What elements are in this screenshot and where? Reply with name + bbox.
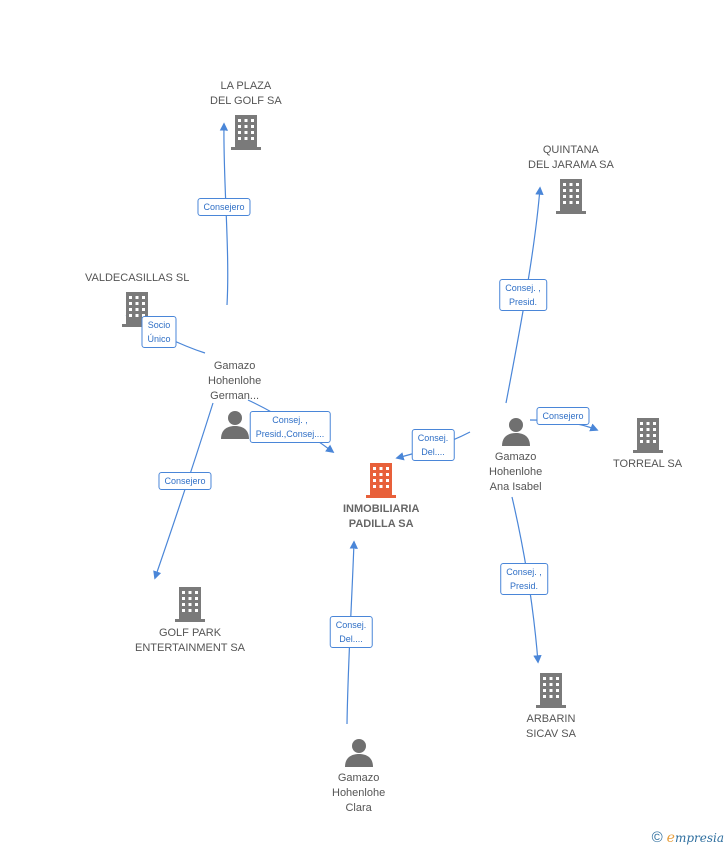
node-label-line: Gamazo [213,360,256,372]
node-label-line: ENTERTAINMENT SA [135,642,246,654]
node-label-line: INMOBILIARIA [343,503,420,515]
node-label-line: LA PLAZA [220,80,272,92]
node-label-line: PADILLA SA [348,518,414,530]
edge-label-clara-to-main[interactable]: Consej. Del.... [329,616,373,648]
building-icon [555,179,586,214]
node-label: QUINTANA DEL JARAMA SA [528,143,614,173]
edge-label-line: Consej. , [505,283,541,293]
edge-label-line: Presid. [509,581,538,591]
edge-label-line: Consej. , [272,415,308,425]
node-label-line: VALDECASILLAS SL [85,272,190,284]
node-label-line: Ana Isabel [489,481,542,493]
edge-label-line: Consej. [417,433,449,443]
node-label-line: Clara [345,802,372,814]
edge-label-anaisabel-to-main[interactable]: Consej. Del.... [411,429,455,461]
person-icon [344,739,373,767]
node-label: VALDECASILLAS SL [85,271,189,286]
company-node-main[interactable]: INMOBILIARIA PADILLA SA [343,462,419,532]
node-label: ARBARIN SICAV SA [526,712,576,742]
building-icon [632,418,663,453]
brand-logo[interactable]: empresia [667,830,724,846]
node-label: TORREAL SA [613,457,682,472]
node-label-line: SICAV SA [526,728,576,740]
person-icon [220,411,249,439]
building-icon [535,673,566,708]
node-label-line: DEL GOLF SA [210,95,282,107]
edge-label-line: Consej. , [506,567,542,577]
footer: © empresia [652,829,724,846]
person-icon [501,418,530,446]
edge-label-line: Presid.,Consej.... [255,429,325,439]
node-label-line: DEL JARAMA SA [528,159,614,171]
brand-initial: e [666,829,675,846]
building-icon [230,115,261,150]
node-label-line: ARBARIN [526,713,576,725]
edge-label-line: Consejero [542,411,584,421]
edge-label-line: Consejero [164,476,206,486]
edge-label-anaisabel-to-arbarin[interactable]: Consej. , Presid. [500,563,548,595]
edge-label-line: Socio [147,320,171,330]
node-label-line: German... [210,390,260,402]
brand-rest: mpresia [674,830,724,845]
company-node-torreal[interactable]: TORREAL SA [613,417,682,472]
edge-label-line: Único [147,334,171,344]
node-label-line: Hohenlohe [208,375,262,387]
node-label-line: Gamazo [494,451,537,463]
node-label-line: QUINTANA [542,144,599,156]
building-icon [175,587,206,622]
edge-label-german-to-main[interactable]: Consej. , Presid.,Consej.... [249,411,331,443]
node-label-line: Hohenlohe [489,466,543,478]
edge-label-line: Del.... [421,447,445,457]
company-node-golfpark[interactable]: GOLF PARK ENTERTAINMENT SA [135,586,245,656]
node-label-line: Hohenlohe [332,787,386,799]
company-node-arbarin[interactable]: ARBARIN SICAV SA [526,672,576,742]
edge-label-anaisabel-to-quintana[interactable]: Consej. , Presid. [499,279,547,311]
node-label-line: TORREAL SA [613,458,683,470]
node-label-line: Gamazo [337,772,380,784]
company-node-quintana[interactable]: QUINTANA DEL JARAMA SA [528,143,614,214]
copyright-icon: © [651,829,663,846]
edge-label-line: Consej. [335,620,367,630]
node-label: GOLF PARK ENTERTAINMENT SA [135,626,245,656]
edge-label-german-to-laplaza[interactable]: Consejero [197,198,251,216]
edge-label-german-to-golfpark[interactable]: Consejero [158,472,212,490]
node-label: LA PLAZA DEL GOLF SA [210,79,282,109]
node-label-line: GOLF PARK [158,627,222,639]
edge-label-anaisabel-to-torreal[interactable]: Consejero [536,407,590,425]
node-label: INMOBILIARIA PADILLA SA [343,502,419,532]
edge-label-line: Presid. [508,297,537,307]
building-icon [366,463,397,498]
edge-german-to-golfpark [153,402,214,580]
edge-label-line: Consejero [203,202,245,212]
company-node-laplaza[interactable]: LA PLAZA DEL GOLF SA [210,79,282,150]
edge-label-line: Del.... [339,634,363,644]
